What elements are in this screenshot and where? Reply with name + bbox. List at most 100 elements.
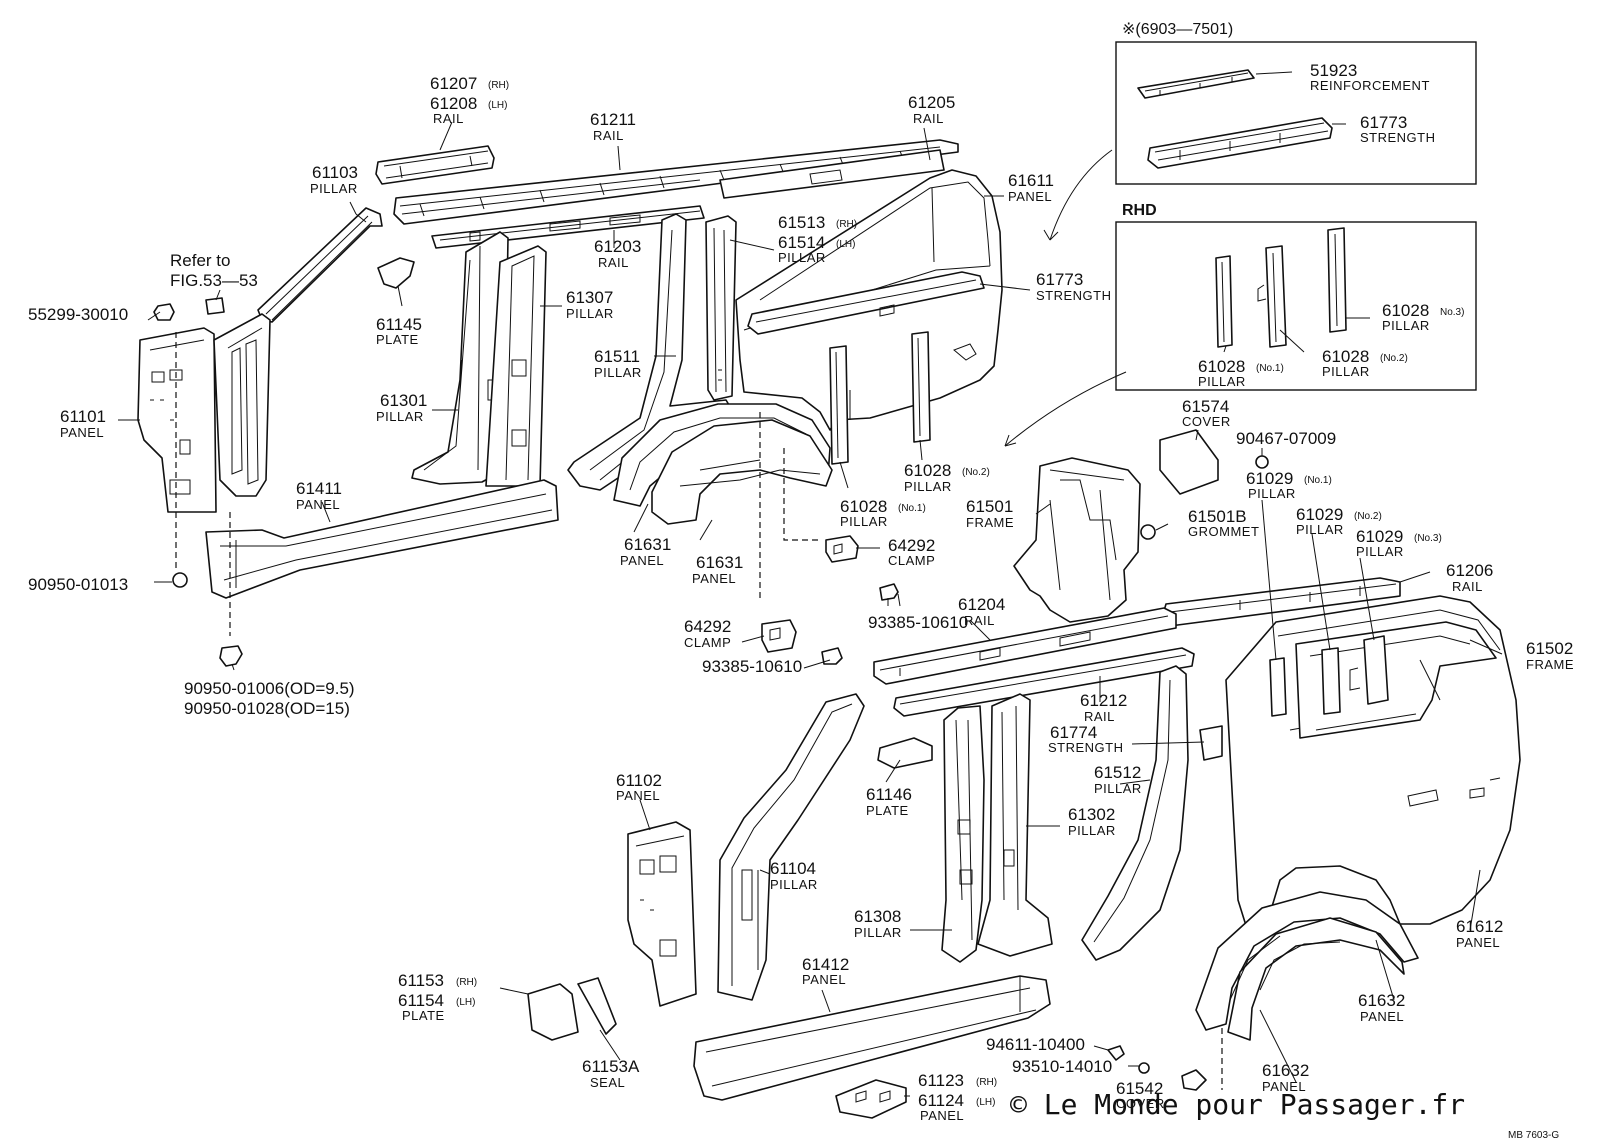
inset-rhd-heading: RHD <box>1122 202 1157 219</box>
label-61773a-name: STRENGTH <box>1036 288 1112 303</box>
label-61212-num: 61212 <box>1080 691 1127 710</box>
label-61308-num: 61308 <box>854 907 901 926</box>
label-61028n1b-num: 61028 <box>1198 357 1245 376</box>
label-61145-name: PLATE <box>376 332 419 347</box>
inset-arrow-upper <box>1049 149 1113 241</box>
strength-61773-inset <box>1147 117 1333 169</box>
label-61028n3-num: 61028 <box>1382 301 1429 320</box>
label-61153a-name: SEAL <box>590 1075 625 1090</box>
rail-61205 <box>719 149 945 199</box>
label-61514-num: 61514 <box>778 233 825 252</box>
pillar-61028-no1 <box>829 345 849 465</box>
label-61773b-num: 61773 <box>1360 113 1407 132</box>
label-61028n2b-name: PILLAR <box>1322 364 1370 379</box>
label-61103-name: PILLAR <box>310 181 358 196</box>
plate-61153-61154 <box>527 983 579 1041</box>
pillar-61028-no2-rhd <box>1265 245 1287 348</box>
pillar-61513-61514 <box>705 215 737 401</box>
rail-61212 <box>893 647 1195 717</box>
reinforcement-51923 <box>1137 69 1255 99</box>
label-61631a-name: PANEL <box>620 553 664 568</box>
label-61029n3-name: PILLAR <box>1356 544 1404 559</box>
cover-61542 <box>1181 1069 1207 1091</box>
strength-61774 <box>1199 725 1223 761</box>
label-61501b-name: GROMMET <box>1188 524 1259 539</box>
label-61212-name: RAIL <box>1084 709 1115 724</box>
label-55299-num: 55299-30010 <box>28 305 128 324</box>
label-61308-name: PILLAR <box>854 925 902 940</box>
label-64292a-num: 64292 <box>888 536 935 555</box>
label-61124-suffix: (LH) <box>976 1097 995 1108</box>
clamp-64292-lower <box>761 619 797 653</box>
label-61302-num: 61302 <box>1068 805 1115 824</box>
plate-61145 <box>377 257 415 289</box>
label-61511-name: PILLAR <box>594 365 642 380</box>
label-61029n2-num: 61029 <box>1296 505 1343 524</box>
label-61542-num: 61542 <box>1116 1079 1163 1098</box>
label-61631b-num: 61631 <box>696 553 743 572</box>
panel-61123-61124 <box>835 1079 907 1119</box>
label-61307-name: PILLAR <box>566 306 614 321</box>
label-51923-name: REINFORCEMENT <box>1310 78 1430 93</box>
label-61512-num: 61512 <box>1094 763 1141 782</box>
pillar-61301 <box>411 231 509 485</box>
plate-61146 <box>877 737 933 769</box>
pillar-61028-no2 <box>911 331 931 443</box>
label-61211-name: RAIL <box>593 128 624 143</box>
pillar-61104 <box>717 693 865 1001</box>
pillar-61029-no3 <box>1363 635 1389 705</box>
plug-90950-01006 <box>219 645 243 667</box>
cover-61574 <box>1159 429 1219 495</box>
label-61612-name: PANEL <box>1456 935 1500 950</box>
label-61412-num: 61412 <box>802 955 849 974</box>
label-61631a-num: 61631 <box>624 535 671 554</box>
frame-61501 <box>1013 457 1141 623</box>
panel-61631-outer <box>651 419 833 525</box>
label-61102-name: PANEL <box>616 788 660 803</box>
label-61502-num: 61502 <box>1526 639 1573 658</box>
label-61028n2a-name: PILLAR <box>904 479 952 494</box>
label-61513-num: 61513 <box>778 213 825 232</box>
label-61104-name: PILLAR <box>770 877 818 892</box>
label-61154-name: PLATE <box>402 1008 445 1023</box>
label-61028n2b-suffix: (No.2) <box>1380 353 1408 364</box>
label-61302-name: PILLAR <box>1068 823 1116 838</box>
panel-61632-outer <box>1195 891 1419 1031</box>
label-61153a-num: 61153A <box>582 1057 640 1076</box>
label-61574-name: COVER <box>1182 414 1231 429</box>
label-61146-name: PLATE <box>866 803 909 818</box>
label-61611-name: PANEL <box>1008 189 1052 204</box>
rail-61207-61208 <box>375 145 495 185</box>
panel-61632-inner <box>1227 917 1405 1041</box>
label-61773a-num: 61773 <box>1036 270 1083 289</box>
label-90467-num: 90467-07009 <box>1236 429 1336 448</box>
label-61028n2b-num: 61028 <box>1322 347 1369 366</box>
label-61028n1a-name: PILLAR <box>840 514 888 529</box>
label-61124-num: 61124 <box>918 1091 964 1110</box>
label-61501-name: FRAME <box>966 515 1014 530</box>
clip-90467 <box>1255 455 1269 469</box>
label-61206-num: 61206 <box>1446 561 1493 580</box>
nut-93510 <box>1138 1062 1150 1074</box>
watermark-text: © Le Monde pour Passager.fr <box>1010 1088 1465 1121</box>
label-61029n1-name: PILLAR <box>1248 486 1296 501</box>
label-61512-name: PILLAR <box>1094 781 1142 796</box>
label-61205-num: 61205 <box>908 93 955 112</box>
label-61154-suffix: (LH) <box>456 997 475 1008</box>
label-61632a-num: 61632 <box>1358 991 1405 1010</box>
label-61206-name: RAIL <box>1452 579 1483 594</box>
label-61145-num: 61145 <box>376 315 422 334</box>
label-61104-num: 61104 <box>770 859 816 878</box>
label-61574-num: 61574 <box>1182 397 1229 416</box>
bolt-94611 <box>1107 1045 1125 1061</box>
pillar-61103 <box>257 207 383 323</box>
inset-rhd-box: RHD <box>1115 202 1477 391</box>
label-61501b-num: 61501B <box>1188 507 1247 526</box>
label-61632a-name: PANEL <box>1360 1009 1404 1024</box>
label-61412-name: PANEL <box>802 972 846 987</box>
label-90950b-line1: 90950-01006(OD=9.5) <box>184 679 355 698</box>
label-61773b-name: STRENGTH <box>1360 130 1436 145</box>
seal-61153a <box>577 977 617 1035</box>
leader-lines <box>118 71 1503 1097</box>
